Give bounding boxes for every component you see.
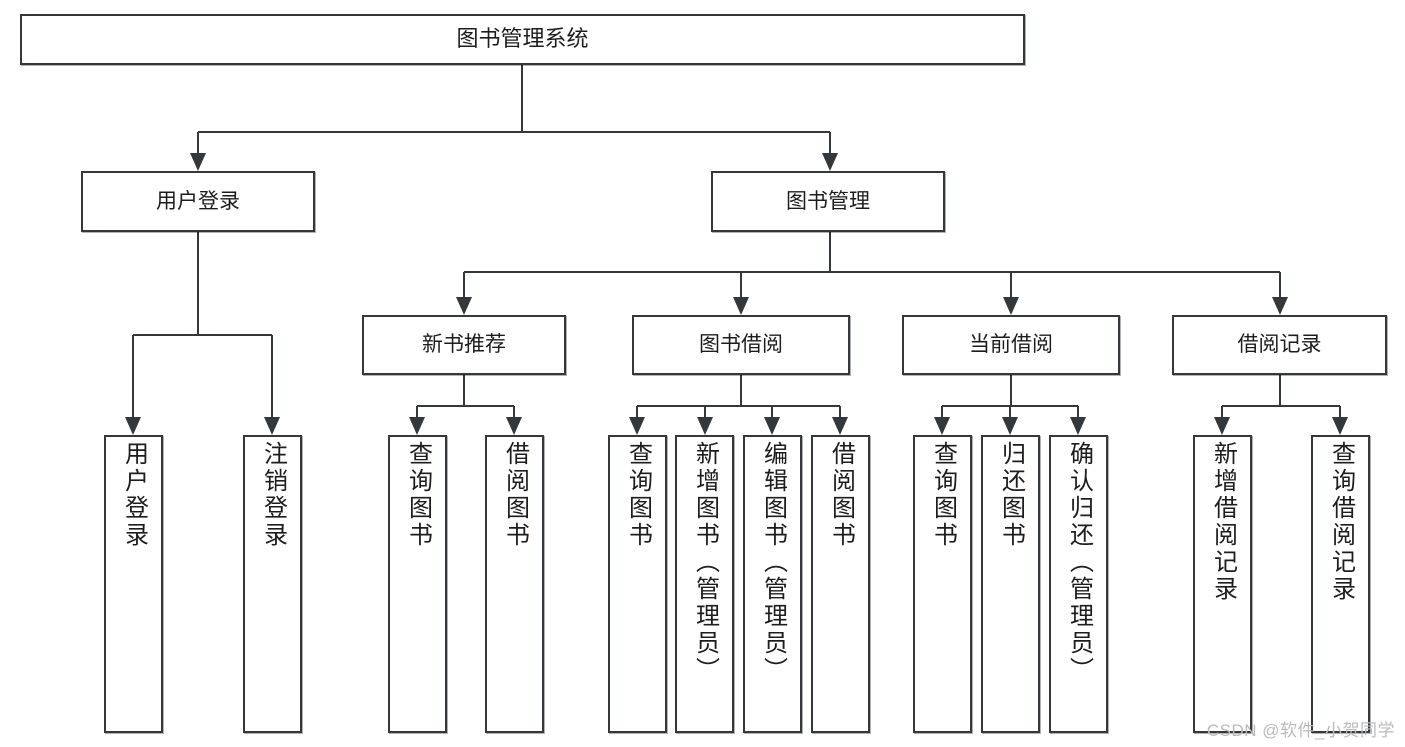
node-label: 用户登录 xyxy=(120,441,148,549)
node-leaf-query-book-3[interactable]: 查询图书 xyxy=(913,435,972,733)
node-label: 新增借阅记录 xyxy=(1209,441,1237,603)
node-label: 借阅图书 xyxy=(501,441,529,549)
arrowhead-query-book-2 xyxy=(629,417,645,435)
arrowhead-borrow-book-2 xyxy=(832,417,848,435)
node-leaf-borrow-book-2[interactable]: 借阅图书 xyxy=(811,435,870,733)
node-leaf-edit-book[interactable]: 编辑图书（管理员） xyxy=(743,435,802,733)
node-label: 确认归还（管理员） xyxy=(1065,441,1093,684)
node-label: 借阅记录 xyxy=(1237,333,1322,357)
arrowhead-book-borrow xyxy=(733,297,749,315)
node-current-borrow[interactable]: 当前借阅 xyxy=(902,315,1120,375)
node-book-management[interactable]: 图书管理 xyxy=(711,171,945,232)
node-leaf-add-book[interactable]: 新增图书（管理员） xyxy=(675,435,734,733)
node-leaf-query-book-2[interactable]: 查询图书 xyxy=(608,435,667,733)
arrowhead-add-book xyxy=(697,417,713,435)
node-leaf-query-record[interactable]: 查询借阅记录 xyxy=(1311,435,1370,733)
node-label: 借阅图书 xyxy=(827,441,855,549)
node-leaf-confirm-return[interactable]: 确认归还（管理员） xyxy=(1049,435,1108,733)
node-user-login[interactable]: 用户登录 xyxy=(81,171,315,232)
arrowhead-leaf-user-login xyxy=(125,417,141,435)
arrowhead-current-borrow xyxy=(1003,297,1019,315)
node-book-borrow[interactable]: 图书借阅 xyxy=(632,315,850,375)
node-label: 注销登录 xyxy=(259,441,287,549)
arrowhead-leaf-logout-login xyxy=(264,417,280,435)
node-borrow-record[interactable]: 借阅记录 xyxy=(1172,315,1387,375)
arrowhead-return-book xyxy=(1002,417,1018,435)
node-label: 查询图书 xyxy=(404,441,432,549)
node-label: 查询图书 xyxy=(929,441,957,549)
node-label: 图书管理系统 xyxy=(456,26,589,52)
node-label: 查询借阅记录 xyxy=(1327,441,1355,603)
arrowhead-user-login xyxy=(190,153,206,171)
arrowhead-query-record xyxy=(1332,417,1348,435)
node-label: 图书管理 xyxy=(786,189,870,213)
node-leaf-add-record[interactable]: 新增借阅记录 xyxy=(1193,435,1252,733)
arrowhead-new-book-recommend xyxy=(456,297,472,315)
node-label: 当前借阅 xyxy=(969,333,1053,357)
node-label: 用户登录 xyxy=(156,189,240,213)
arrowhead-book-management xyxy=(822,153,838,171)
node-root-book-management-system[interactable]: 图书管理系统 xyxy=(20,14,1025,65)
node-leaf-return-book[interactable]: 归还图书 xyxy=(981,435,1040,733)
node-leaf-user-login[interactable]: 用户登录 xyxy=(104,435,163,733)
watermark: CSDN @软件_小贺同学 xyxy=(1206,721,1395,740)
arrowhead-query-book-1 xyxy=(409,417,425,435)
node-label: 归还图书 xyxy=(997,441,1025,549)
arrowhead-confirm-return xyxy=(1070,417,1086,435)
node-new-book-recommend[interactable]: 新书推荐 xyxy=(362,315,566,375)
arrowhead-query-book-3 xyxy=(934,417,950,435)
node-label: 新书推荐 xyxy=(422,333,506,357)
node-label: 查询图书 xyxy=(624,441,652,549)
node-label: 新增图书（管理员） xyxy=(691,441,719,684)
arrowhead-borrow-book-1 xyxy=(506,417,522,435)
node-leaf-logout-login[interactable]: 注销登录 xyxy=(243,435,302,733)
node-leaf-borrow-book-1[interactable]: 借阅图书 xyxy=(485,435,544,733)
arrowhead-add-record xyxy=(1214,417,1230,435)
arrowhead-borrow-record xyxy=(1272,297,1288,315)
node-label: 编辑图书（管理员） xyxy=(759,441,787,684)
node-leaf-query-book-1[interactable]: 查询图书 xyxy=(388,435,447,733)
arrowhead-edit-book xyxy=(764,417,780,435)
node-label: 图书借阅 xyxy=(699,333,783,357)
